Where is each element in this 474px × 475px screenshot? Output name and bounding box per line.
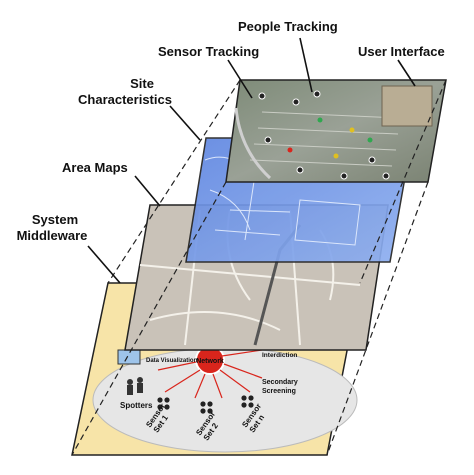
- system-middleware-label-1: System: [32, 212, 78, 227]
- user-interface-layer: [225, 79, 447, 183]
- ui-building: [381, 85, 433, 127]
- frame-edges: [71, 79, 447, 456]
- network-label: Network: [196, 358, 224, 365]
- secondary-screening-label-1: Secondary: [262, 379, 298, 386]
- site-characteristics-label-1: Site: [130, 76, 154, 91]
- spotters-label: Spotters: [120, 401, 153, 410]
- sensor-tracking-label: Sensor Tracking: [158, 44, 259, 59]
- ui-road: [234, 107, 272, 180]
- system-middleware-label-2: Middleware: [17, 228, 88, 243]
- callout-lines: [87, 37, 416, 284]
- data-visualization-icon: Data Visualization: [117, 349, 198, 365]
- site-outlines: [204, 156, 361, 246]
- site-characteristics-label-2: Characteristics: [78, 92, 172, 107]
- spotters-icon: [127, 377, 143, 395]
- interdiction-label: Interdiction: [262, 352, 297, 359]
- parking-lot-rows: [249, 111, 401, 167]
- area-maps-label: Area Maps: [62, 160, 128, 175]
- secondary-screening-label-2: Screening: [262, 388, 296, 395]
- sensor-set-n-icon: [241, 395, 254, 408]
- data-visualization-label: Data Visualization: [146, 358, 198, 364]
- sensor-set-2-icon: [200, 401, 213, 414]
- user-interface-label: User Interface: [358, 44, 445, 59]
- people-tracking-label: People Tracking: [238, 19, 338, 34]
- hub-arrows: [157, 349, 263, 399]
- tracking-markers: [258, 90, 390, 180]
- sensor-set-1-icon: [157, 397, 170, 410]
